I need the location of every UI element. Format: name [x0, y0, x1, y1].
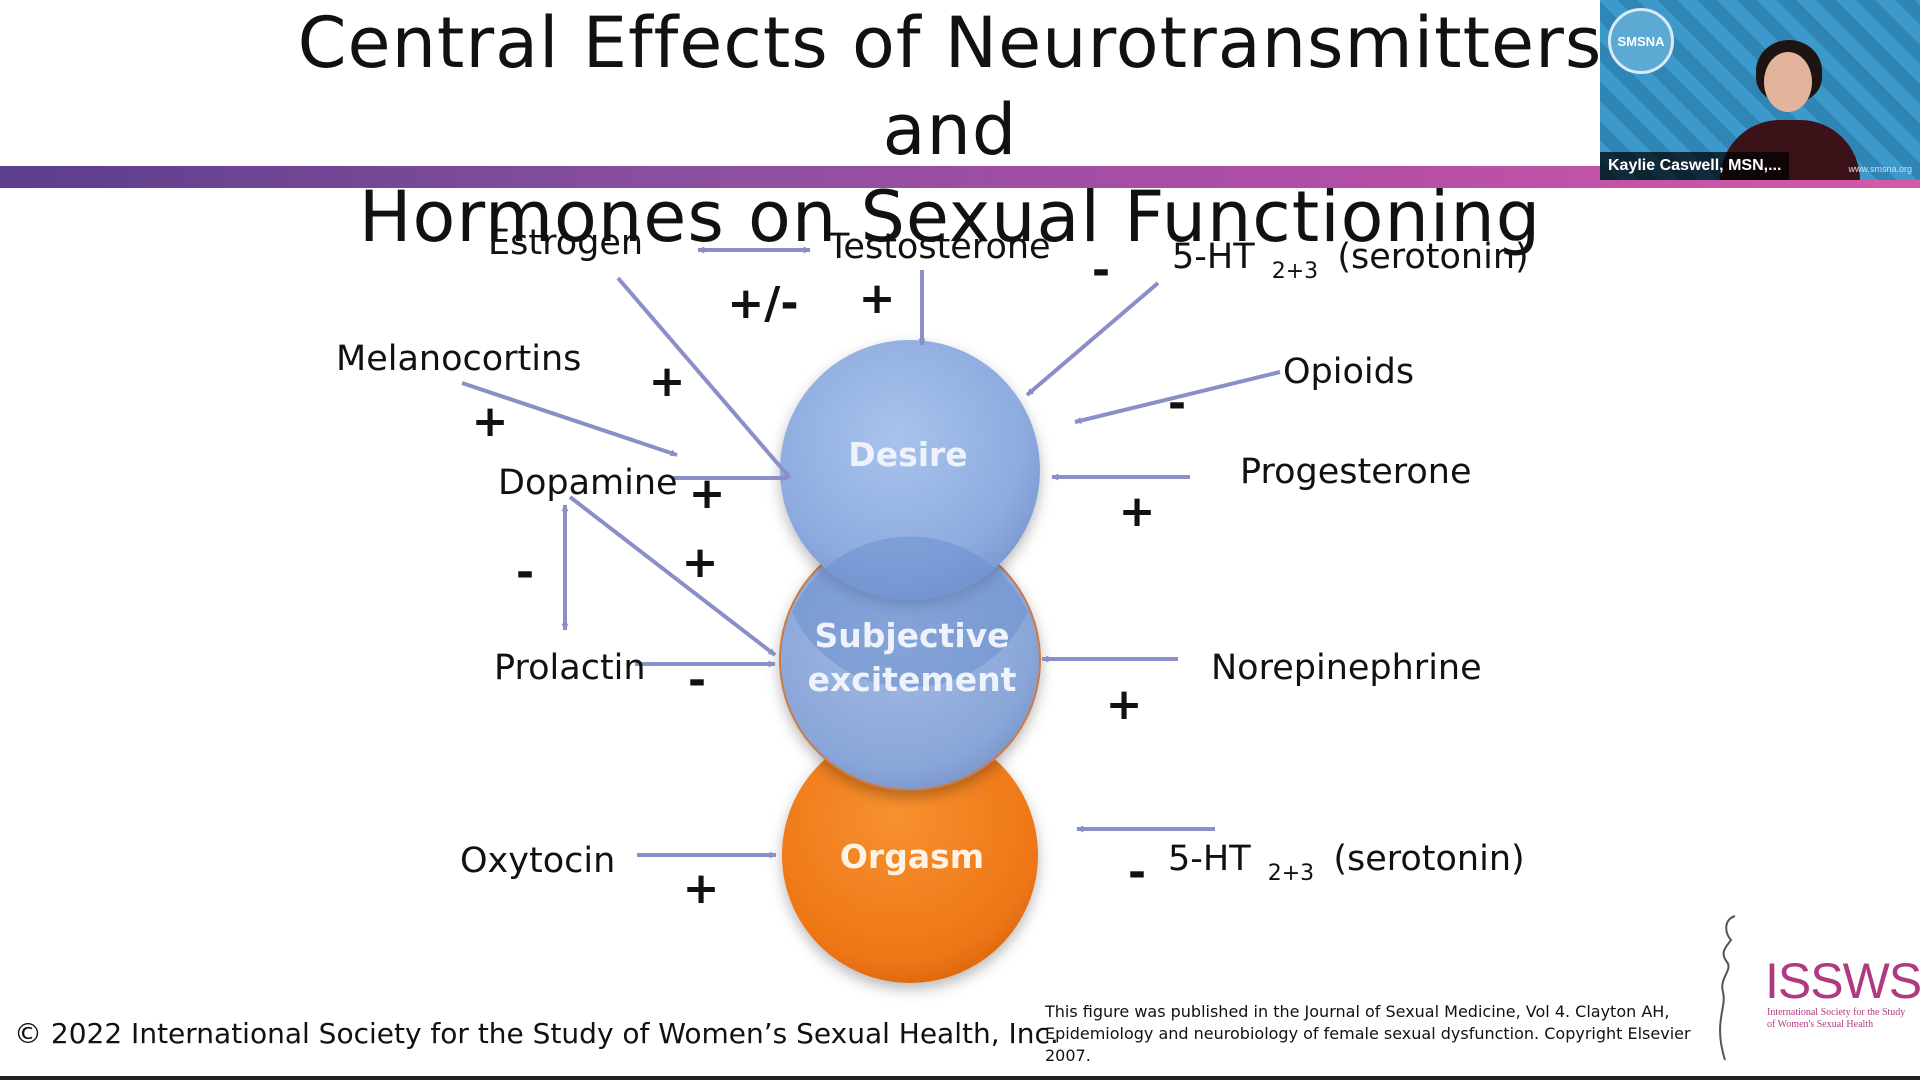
orgasm-node	[782, 727, 1038, 983]
estrogen-arrow	[616, 276, 792, 480]
slide-title-line1: Central Effects of Neurotransmitters and	[297, 2, 1603, 171]
sign-serotonin-top: -	[1092, 245, 1110, 296]
sign-dopamine-desire: +	[689, 468, 726, 519]
citation-line2: Epidemiology and neurobiology of female …	[1045, 1024, 1691, 1065]
woman-silhouette-icon	[1719, 915, 1736, 1061]
desire-excitement-overlap	[792, 536, 1028, 688]
testosterone-label: Testosterone	[827, 227, 1051, 267]
sign-oxytocin: +	[683, 863, 720, 914]
progesterone-label: Progesterone	[1240, 452, 1472, 492]
sign-melanocortins: +	[472, 396, 509, 447]
opioids-label: Opioids	[1283, 352, 1414, 392]
title-gradient-band	[0, 166, 1920, 188]
sign-estrogen-desire: +	[649, 356, 686, 407]
figure-citation: This figure was published in the Journal…	[1045, 1001, 1705, 1067]
dopamine-label: Dopamine	[498, 463, 678, 503]
sign-serotonin-bottom: -	[1128, 847, 1146, 898]
sign-prolactin: -	[688, 655, 706, 706]
speaker-name: Kaylie Caswell, MSN,...	[1600, 152, 1790, 180]
dopamine-excitement-arrow	[568, 495, 777, 657]
orgasm-label: Orgasm	[840, 837, 984, 876]
sign-testosterone: +	[859, 273, 896, 324]
sign-dopamine-excitement: +	[682, 537, 719, 588]
sign-estrogen-testosterone: +/-	[727, 278, 798, 329]
isswsh-logo-subtitle: International Society for the Study of W…	[1767, 1007, 1906, 1030]
oxytocin-label: Oxytocin	[460, 841, 615, 881]
sign-dopamine-prolactin: -	[516, 547, 534, 598]
sign-norepinephrine: +	[1106, 679, 1143, 730]
sign-opioids: -	[1168, 378, 1186, 429]
prolactin-label: Prolactin	[494, 648, 646, 688]
melanocortins-arrow	[461, 381, 678, 457]
estrogen-label: Estrogen	[488, 223, 643, 263]
serotonin-top-label: 5-HT 2+3 (serotonin)	[1172, 237, 1529, 287]
citation-line1: This figure was published in the Journal…	[1045, 1002, 1670, 1021]
melanocortins-label: Melanocortins	[336, 339, 581, 379]
isswsh-logo: ISSWSH International Society for the Stu…	[1705, 912, 1920, 1062]
desire-node	[780, 340, 1040, 600]
copyright-notice: © 2022 International Society for the Stu…	[14, 1017, 1059, 1050]
opioids-arrow	[1074, 370, 1281, 424]
video-url-watermark: www.smsna.org	[1848, 164, 1912, 174]
excitement-label-line2: excitement	[808, 660, 1017, 699]
serotonin-top-arrow	[1025, 281, 1160, 397]
desire-label: Desire	[848, 435, 967, 474]
smsna-logo-badge: SMSNA	[1608, 8, 1674, 74]
isswsh-logo-name: ISSWSH	[1765, 953, 1920, 1009]
slide-title: Central Effects of Neurotransmitters and…	[250, 0, 1650, 261]
serotonin-bottom-label: 5-HT 2+3 (serotonin)	[1168, 839, 1525, 889]
sign-progesterone: +	[1119, 486, 1156, 537]
bottom-edge-bar	[0, 1076, 1920, 1080]
slide-title-line2: Hormones on Sexual Functioning	[358, 176, 1542, 258]
excitement-label-line1: Subjective	[814, 616, 1009, 655]
speaker-video-tile[interactable]: SMSNA Kaylie Caswell, MSN,... www.smsna.…	[1600, 0, 1920, 180]
norepinephrine-label: Norepinephrine	[1211, 648, 1482, 688]
